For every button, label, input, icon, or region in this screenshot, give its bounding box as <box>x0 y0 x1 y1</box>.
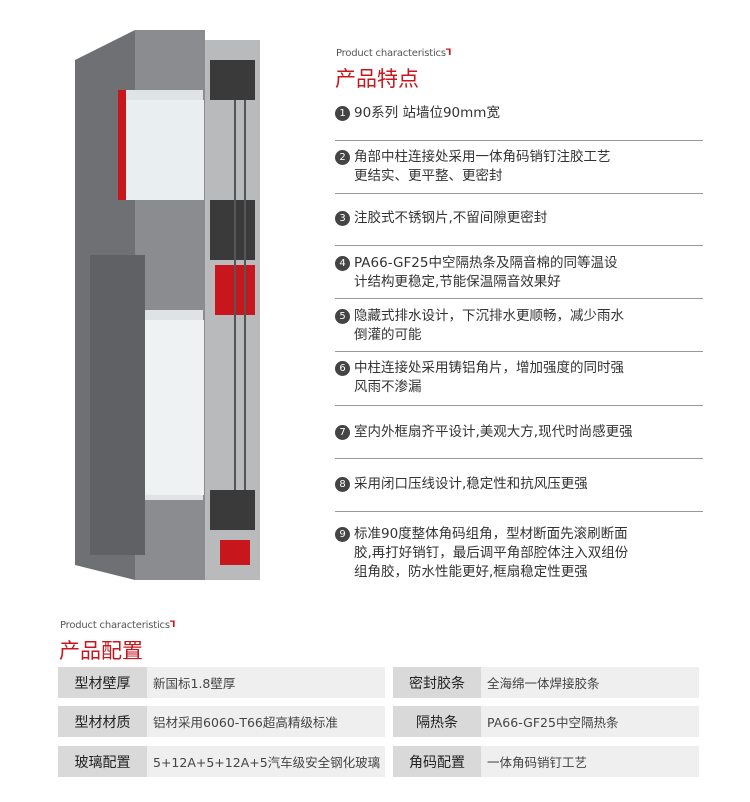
feature-item: 6 中柱连接处采用铸铝角片，增加强度的同时强风雨不渗漏 <box>335 359 703 397</box>
feature-text: 倒灌的可能 <box>354 327 422 343</box>
divider <box>335 193 703 194</box>
config-label: 隔热条 <box>393 706 481 737</box>
feature-text: 90系列 站墙位90mm宽 <box>354 105 500 121</box>
feature-text: 角部中柱连接处采用一体角码销钉注胶工艺 <box>354 149 611 165</box>
feature-item: 5 隐藏式排水设计，下沉排水更顺畅，减少雨水倒灌的可能 <box>335 307 703 345</box>
number-badge: 4 <box>335 256 350 271</box>
config-label: 角码配置 <box>393 746 481 777</box>
features-title: 产品特点 <box>335 67 419 91</box>
divider <box>335 405 703 406</box>
number-badge: 6 <box>335 361 350 376</box>
divider <box>335 511 703 512</box>
number-badge: 1 <box>335 106 350 121</box>
config-row: 型材壁厚新国标1.8壁厚 <box>58 667 385 698</box>
config-row: 型材材质铝材采用6060-T66超高精级标准 <box>58 706 385 737</box>
config-label: 密封胶条 <box>393 667 481 698</box>
config-label: 玻璃配置 <box>58 746 147 777</box>
feature-text: 组角胶，防水性能更好,框扇稳定性更强 <box>354 564 588 580</box>
config-value: 5+12A+5+12A+5汽车级安全钢化玻璃 <box>147 746 385 777</box>
config-label: 型材材质 <box>58 706 147 737</box>
number-badge: 3 <box>335 211 350 226</box>
config-row: 角码配置一体角码销钉工艺 <box>393 746 699 777</box>
config-value: 新国标1.8壁厚 <box>147 667 385 698</box>
divider <box>335 298 703 299</box>
config-value: 铝材采用6060-T66超高精级标准 <box>147 706 385 737</box>
feature-item: 3 注胶式不锈钢片,不留间隙更密封 <box>335 209 703 228</box>
feature-text: 隐藏式排水设计，下沉排水更顺畅，减少雨水 <box>354 308 624 324</box>
feature-text: 风雨不渗漏 <box>354 379 422 395</box>
feature-item: 8 采用闭口压线设计,稳定性和抗风压更强 <box>335 475 703 494</box>
config-value: 全海绵一体焊接胶条 <box>481 667 699 698</box>
config-label: 型材壁厚 <box>58 667 147 698</box>
feature-item: 2 角部中柱连接处采用一体角码销钉注胶工艺更结实、更平整、更密封 <box>335 148 703 186</box>
config-value: PA66-GF25中空隔热条 <box>481 706 699 737</box>
number-badge: 2 <box>335 150 350 165</box>
config-value: 一体角码销钉工艺 <box>481 746 699 777</box>
feature-text: 采用闭口压线设计,稳定性和抗风压更强 <box>354 476 588 492</box>
feature-text: 室内外框扇齐平设计,美观大方,现代时尚感更强 <box>354 424 633 440</box>
feature-item: 7 室内外框扇齐平设计,美观大方,现代时尚感更强 <box>335 423 703 442</box>
feature-text: PA66-GF25中空隔热条及隔音棉的同等温设 <box>354 255 618 271</box>
divider <box>335 458 703 459</box>
number-badge: 9 <box>335 527 350 542</box>
feature-text: 计结构更稳定,节能保温隔音效果好 <box>354 274 561 290</box>
features-subtitle: Product characteristics⅂ <box>336 48 451 59</box>
feature-text: 注胶式不锈钢片,不留间隙更密封 <box>354 210 548 226</box>
divider <box>335 140 703 141</box>
window-profile-image <box>75 30 260 580</box>
number-badge: 5 <box>335 309 350 324</box>
feature-item: 1 90系列 站墙位90mm宽 <box>335 104 703 123</box>
feature-text: 胶,再打好销钉，最后调平角部腔体注入双组份 <box>354 545 629 561</box>
config-row: 密封胶条全海绵一体焊接胶条 <box>393 667 699 698</box>
feature-item: 4 PA66-GF25中空隔热条及隔音棉的同等温设计结构更稳定,节能保温隔音效果好 <box>335 254 703 292</box>
feature-text: 中柱连接处采用铸铝角片，增加强度的同时强 <box>354 360 624 376</box>
config-subtitle: Product characteristics⅂ <box>60 620 175 631</box>
number-badge: 7 <box>335 425 350 440</box>
number-badge: 8 <box>335 477 350 492</box>
divider <box>335 245 703 246</box>
feature-text: 更结实、更平整、更密封 <box>354 168 503 184</box>
feature-item: 9 标准90度整体角码组角，型材断面先滚刷断面胶,再打好销钉，最后调平角部腔体注入… <box>335 525 703 582</box>
divider <box>335 351 703 352</box>
feature-text: 标准90度整体角码组角，型材断面先滚刷断面 <box>354 526 628 542</box>
config-title: 产品配置 <box>59 639 143 663</box>
